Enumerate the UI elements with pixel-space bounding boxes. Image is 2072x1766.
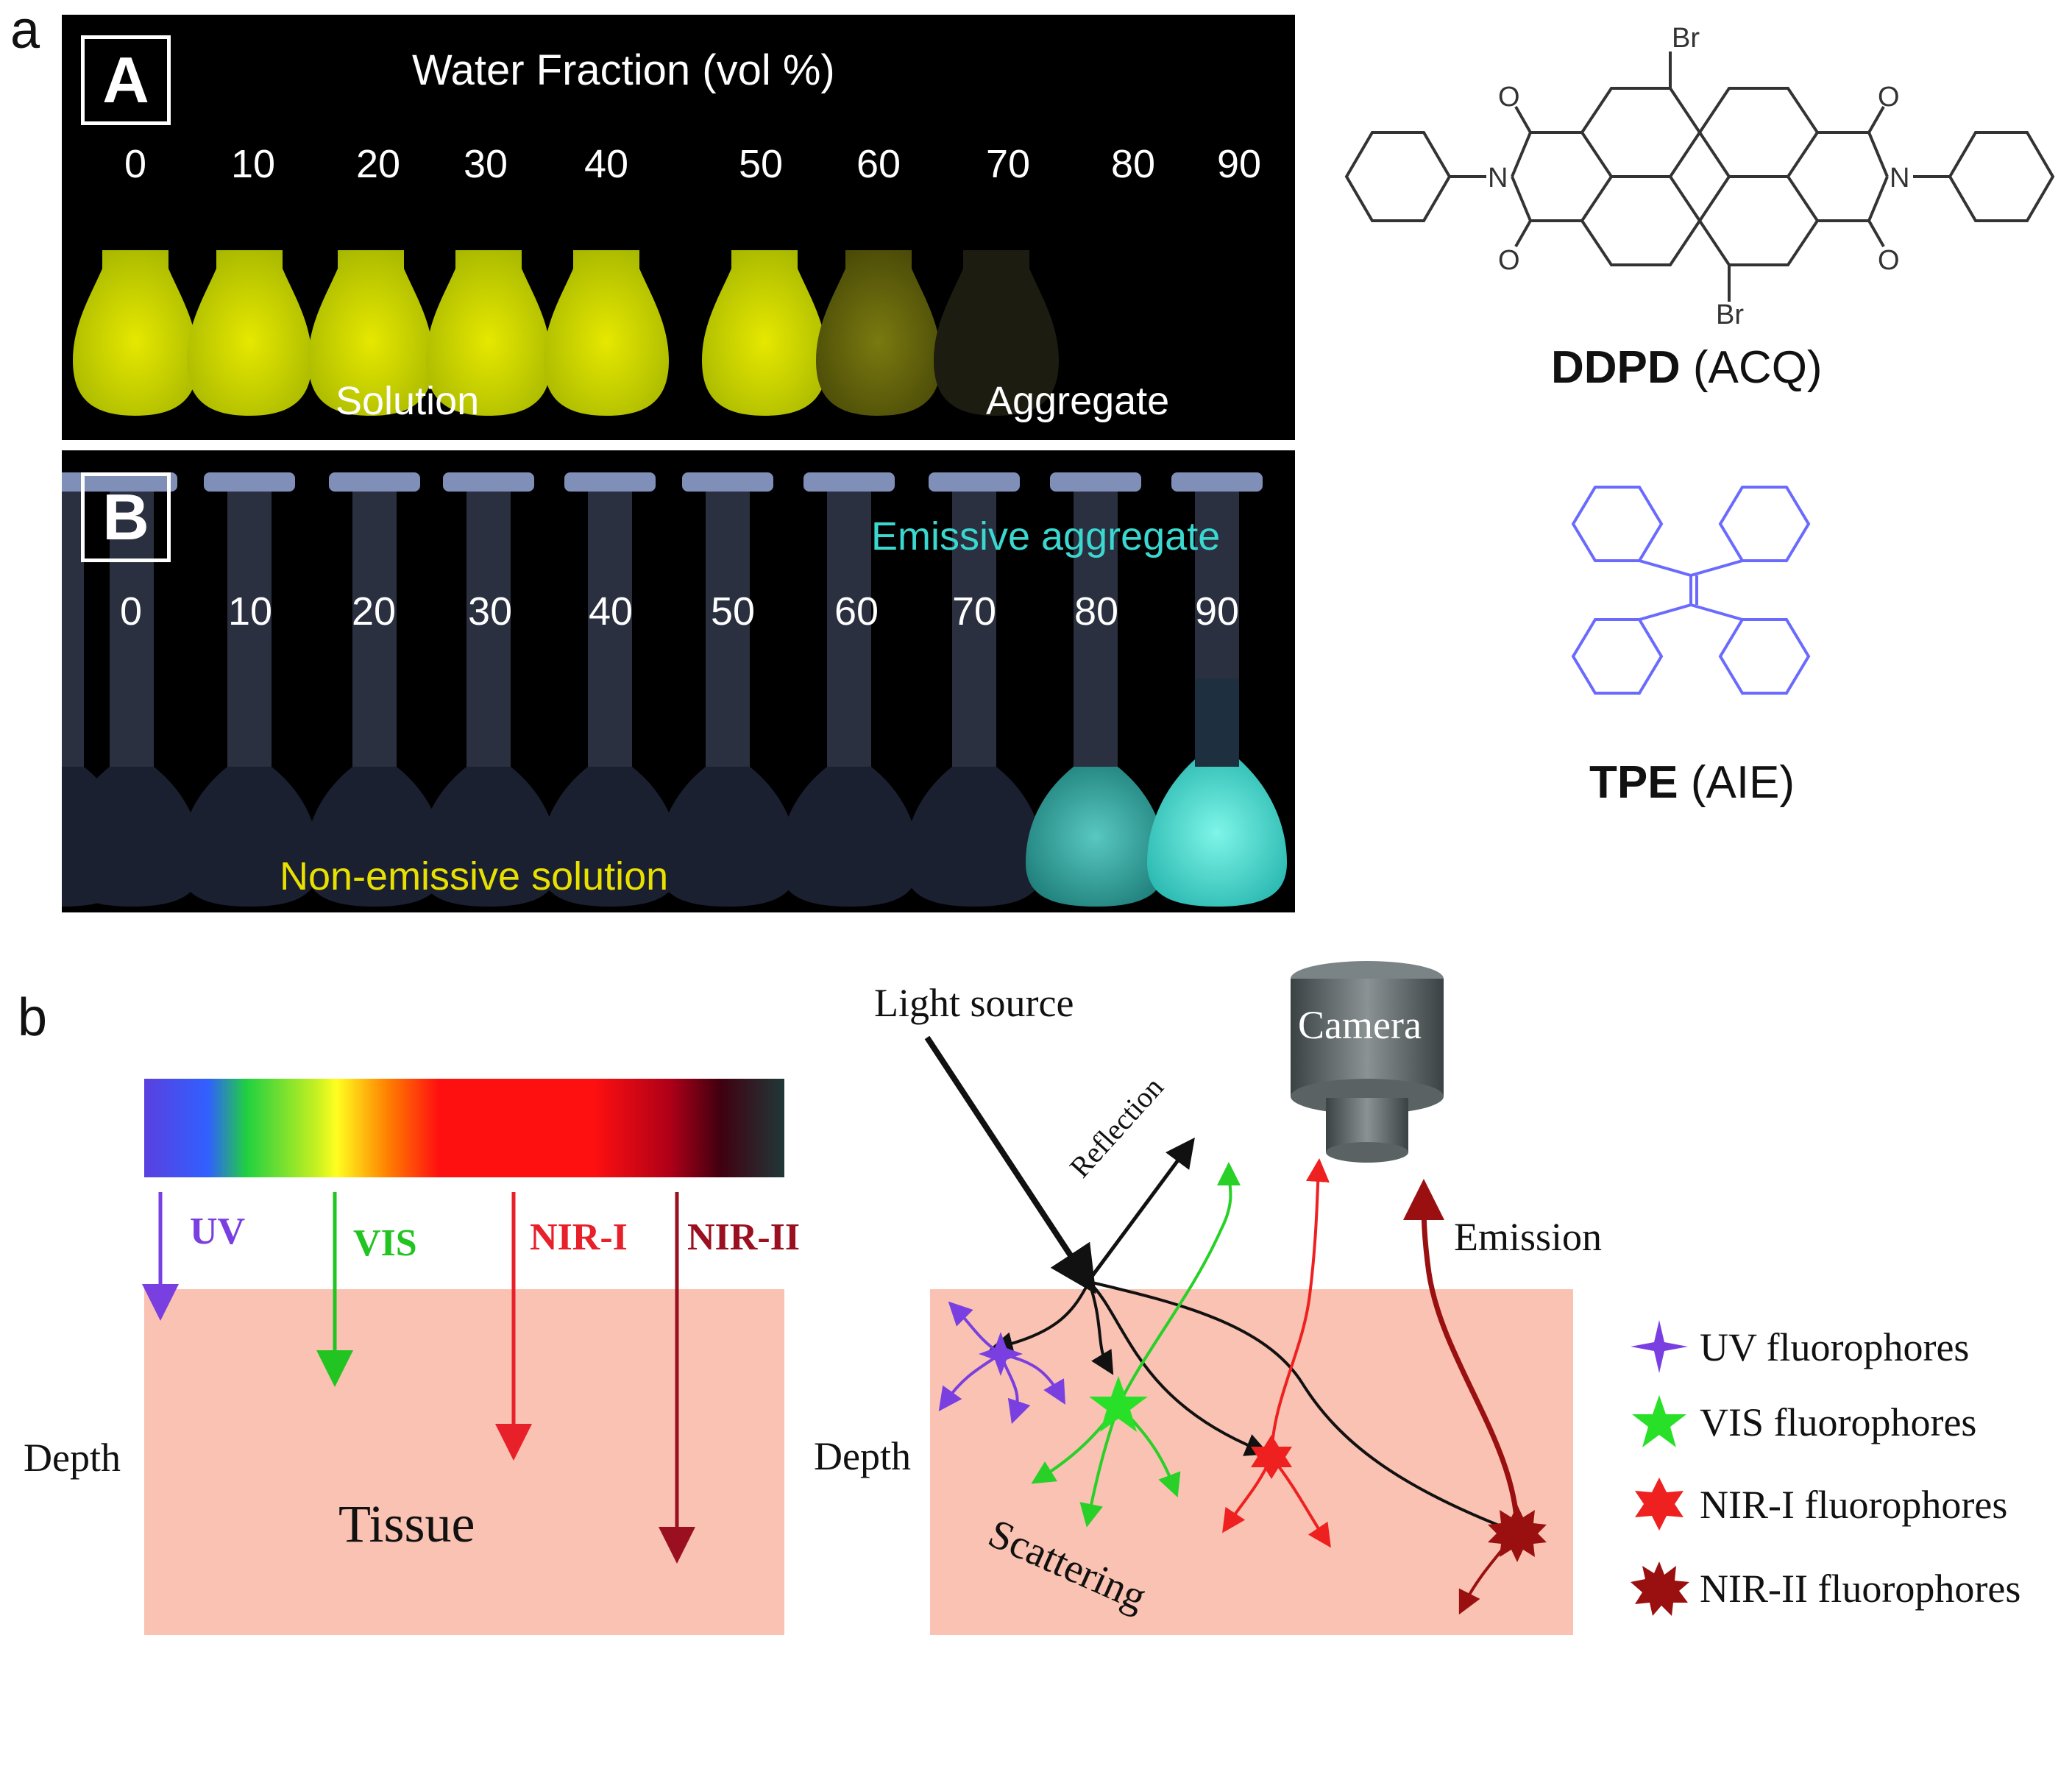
six-point-star-icon xyxy=(1635,1478,1684,1531)
o-atom: O xyxy=(1878,245,1900,276)
penetration-arrows xyxy=(142,1192,695,1564)
fraction-label: 70 xyxy=(951,589,997,634)
o-atom: O xyxy=(1498,82,1520,113)
spectrum-bar xyxy=(144,1079,784,1177)
legend-vis: VIS fluorophores xyxy=(1626,1392,2038,1451)
fraction-label: 50 xyxy=(738,142,784,186)
fraction-label: 0 xyxy=(124,142,147,186)
camera-icon xyxy=(1291,961,1444,1163)
aggregate-label: Aggregate xyxy=(986,379,1170,423)
legend-vis-label: VIS fluorophores xyxy=(1700,1400,1977,1444)
legend-uv-label: UV fluorophores xyxy=(1700,1325,1970,1369)
uv-label: UV xyxy=(190,1210,246,1252)
burst-star-icon xyxy=(1631,1561,1689,1616)
nir2-label: NIR-II xyxy=(687,1216,801,1258)
solution-label: Solution xyxy=(336,379,480,423)
tpe-structure xyxy=(1571,486,1811,695)
fraction-label: 90 xyxy=(1216,142,1262,186)
photo-b-label: B xyxy=(81,472,171,562)
tpe-name-bold: TPE xyxy=(1589,757,1678,808)
scattering-diagram xyxy=(924,1035,1547,1615)
vis-label: VIS xyxy=(353,1222,417,1264)
fraction-label: 80 xyxy=(1074,589,1119,634)
o-atom: O xyxy=(1498,245,1520,276)
fraction-label: 90 xyxy=(1194,589,1240,634)
fraction-label: 20 xyxy=(351,589,397,634)
o-atom: O xyxy=(1878,82,1900,113)
photo-b-aie-vials: B Emissive aggregate 0 10 20 30 40 50 60… xyxy=(62,450,1295,912)
photo-a-acq-vials: A Water Fraction (vol %) 0 10 20 30 40 5… xyxy=(62,15,1295,440)
panel-letter-a: a xyxy=(10,1,40,60)
cyan-vials-illustration xyxy=(62,472,1287,907)
fraction-label: 80 xyxy=(1110,142,1156,186)
non-emissive-solution-label: Non-emissive solution xyxy=(280,854,669,898)
legend-nir2-label: NIR-II fluorophores xyxy=(1700,1567,2021,1611)
fraction-label: 20 xyxy=(355,142,401,186)
water-fraction-title: Water Fraction (vol %) xyxy=(412,46,835,94)
light-source-label: Light source xyxy=(874,981,1074,1025)
photo-a-label: A xyxy=(81,35,171,125)
fraction-label: 10 xyxy=(230,142,276,186)
fraction-label: 70 xyxy=(985,142,1031,186)
camera-label: Camera xyxy=(1298,1003,1422,1047)
ddpd-name: DDPD (ACQ) xyxy=(1551,341,1823,394)
nir1-label: NIR-I xyxy=(530,1216,628,1258)
br-top: Br xyxy=(1672,23,1700,54)
emissive-aggregate-label: Emissive aggregate xyxy=(871,514,1221,558)
depth-label-left: Depth xyxy=(24,1436,121,1480)
fraction-label: 50 xyxy=(710,589,756,634)
ddpd-name-rest: (ACQ) xyxy=(1680,342,1823,393)
fraction-label: 60 xyxy=(856,142,901,186)
fraction-label: 40 xyxy=(588,589,634,634)
legend-nir1: NIR-I fluorophores xyxy=(1626,1475,2053,1533)
five-point-star-icon xyxy=(1632,1395,1686,1447)
panel-letter-b: b xyxy=(18,988,48,1047)
tpe-name: TPE (AIE) xyxy=(1589,756,1795,809)
fraction-label: 30 xyxy=(463,142,508,186)
nir2-burst xyxy=(1488,1505,1547,1562)
depth-label-right: Depth xyxy=(814,1434,911,1478)
br-bottom: Br xyxy=(1716,299,1744,324)
fraction-label: 30 xyxy=(467,589,513,634)
fraction-label: 60 xyxy=(834,589,879,634)
emission-label: Emission xyxy=(1454,1215,1603,1259)
ddpd-structure: Br Br O O O O N N xyxy=(1344,23,2055,324)
fraction-label: 10 xyxy=(227,589,273,634)
four-point-star-icon xyxy=(1631,1320,1688,1373)
fraction-label: 40 xyxy=(583,142,629,186)
legend-uv: UV fluorophores xyxy=(1626,1317,2038,1376)
ddpd-name-bold: DDPD xyxy=(1551,342,1681,393)
tissue-label: Tissue xyxy=(338,1494,475,1553)
yellow-vials-illustration xyxy=(62,250,1059,416)
tpe-name-rest: (AIE) xyxy=(1678,757,1795,808)
legend-nir2: NIR-II fluorophores xyxy=(1626,1558,2068,1617)
n-atom: N xyxy=(1488,163,1508,194)
n-atom: N xyxy=(1890,163,1909,194)
legend-nir1-label: NIR-I fluorophores xyxy=(1700,1483,2008,1527)
fraction-label: 0 xyxy=(119,589,143,634)
